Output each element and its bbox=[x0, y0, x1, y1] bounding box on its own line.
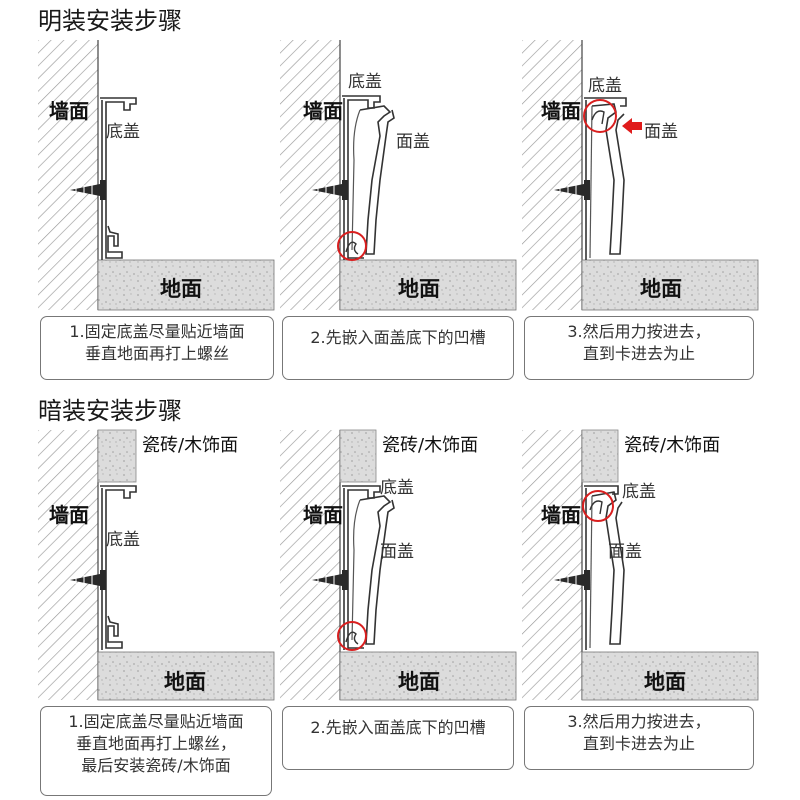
wall-label: 墙面 bbox=[303, 99, 343, 123]
step-caption: 3.然后用力按进去， 直到卡进去为止 bbox=[524, 706, 754, 770]
base-cover-label: 底盖 bbox=[380, 478, 414, 498]
step-caption: 2.先嵌入面盖底下的凹槽 bbox=[282, 316, 514, 380]
wall-hatch bbox=[38, 40, 98, 310]
step-caption: 1.固定底盖尽量贴近墙面 垂直地面再打上螺丝， 最后安装瓷砖/木饰面 bbox=[40, 706, 272, 796]
concealed-step-2-panel: 瓷砖/木饰面 墙面 底盖 面盖 地面 2.先嵌入面盖底下的凹槽 bbox=[280, 429, 518, 775]
base-cover-label: 底盖 bbox=[106, 122, 140, 142]
face-cover-profile bbox=[591, 103, 625, 255]
tile-layer bbox=[339, 429, 377, 483]
floor bbox=[339, 651, 517, 701]
step-caption: 1.固定底盖尽量贴近墙面 垂直地面再打上螺丝 bbox=[40, 316, 274, 380]
concealed-step-3-panel: 瓷砖/木饰面 墙面 底盖 面盖 地面 3.然后用力按进去， 直到卡进去为止 bbox=[522, 429, 760, 775]
highlight-circle-icon bbox=[337, 621, 367, 651]
wall-label: 墙面 bbox=[303, 503, 343, 527]
screw-icon bbox=[312, 180, 348, 200]
wall-label: 墙面 bbox=[49, 503, 89, 527]
face-cover-label: 面盖 bbox=[608, 542, 642, 562]
floor-label: 地面 bbox=[164, 670, 206, 694]
exposed-step-1-diagram bbox=[38, 40, 275, 311]
exposed-step-3-panel: 墙面 底盖 面盖 地面 3.然后用力按进去， 直到卡进去为止 bbox=[522, 40, 760, 385]
wall-hatch bbox=[522, 430, 582, 700]
highlight-circle-icon bbox=[583, 99, 617, 133]
tile-layer bbox=[581, 429, 619, 483]
tile-label: 瓷砖/木饰面 bbox=[142, 435, 239, 456]
base-cover-label: 底盖 bbox=[588, 76, 622, 96]
tile-label: 瓷砖/木饰面 bbox=[624, 435, 721, 456]
wall-label: 墙面 bbox=[541, 503, 581, 527]
floor bbox=[581, 651, 759, 701]
floor-label: 地面 bbox=[160, 277, 202, 301]
floor bbox=[97, 651, 275, 701]
base-cover-profile bbox=[100, 97, 137, 259]
floor-label: 地面 bbox=[644, 670, 686, 694]
wall-label: 墙面 bbox=[541, 99, 581, 123]
tile-label: 瓷砖/木饰面 bbox=[382, 435, 479, 456]
face-cover-label: 面盖 bbox=[396, 132, 430, 152]
concealed-step-2-diagram bbox=[280, 429, 517, 701]
section-title-concealed: 暗装安装步骤 bbox=[38, 397, 182, 425]
highlight-circle-icon bbox=[337, 231, 367, 261]
exposed-step-1-panel: 墙面 底盖 地面 1.固定底盖尽量贴近墙面 垂直地面再打上螺丝 bbox=[38, 40, 276, 385]
screw-icon bbox=[312, 570, 348, 590]
section-title-exposed: 明装安装步骤 bbox=[38, 7, 182, 35]
face-cover-profile bbox=[359, 105, 395, 255]
base-cover-label: 底盖 bbox=[622, 482, 656, 502]
wall-hatch bbox=[38, 430, 98, 700]
face-cover-label: 面盖 bbox=[380, 542, 414, 562]
exposed-step-2-panel: 墙面 底盖 面盖 地面 2.先嵌入面盖底下的凹槽 bbox=[280, 40, 518, 385]
floor-label: 地面 bbox=[398, 670, 440, 694]
screw-icon bbox=[554, 570, 590, 590]
base-cover-label: 底盖 bbox=[348, 72, 382, 92]
wall-hatch bbox=[280, 430, 340, 700]
highlight-circle-icon bbox=[582, 490, 614, 522]
concealed-step-1-diagram bbox=[38, 429, 275, 701]
concealed-step-1-panel: 瓷砖/木饰面 墙面 底盖 地面 1.固定底盖尽量贴近墙面 垂直地面再打上螺丝， … bbox=[38, 429, 276, 800]
screw-icon bbox=[70, 570, 106, 590]
face-cover-profile bbox=[359, 495, 395, 645]
screw-icon bbox=[554, 180, 590, 200]
floor bbox=[97, 259, 275, 311]
floor-label: 地面 bbox=[640, 277, 682, 301]
base-cover-label: 底盖 bbox=[106, 530, 140, 550]
base-cover-profile bbox=[100, 485, 137, 649]
wall-hatch bbox=[280, 40, 340, 310]
base-cover-profile bbox=[584, 97, 627, 107]
wall-hatch bbox=[522, 40, 582, 310]
floor-label: 地面 bbox=[398, 277, 440, 301]
face-cover-profile bbox=[591, 491, 625, 645]
face-cover-label: 面盖 bbox=[644, 122, 678, 142]
screw-icon bbox=[70, 180, 106, 200]
concealed-step-3-diagram bbox=[522, 429, 759, 701]
press-arrow-icon bbox=[622, 118, 642, 134]
wall-label: 墙面 bbox=[49, 99, 89, 123]
exposed-step-3-diagram bbox=[522, 40, 759, 311]
tile-layer bbox=[97, 429, 137, 483]
exposed-step-2-diagram bbox=[280, 40, 517, 311]
step-caption: 3.然后用力按进去， 直到卡进去为止 bbox=[524, 316, 754, 380]
floor bbox=[581, 259, 759, 311]
step-caption: 2.先嵌入面盖底下的凹槽 bbox=[282, 706, 514, 770]
floor bbox=[339, 259, 517, 311]
